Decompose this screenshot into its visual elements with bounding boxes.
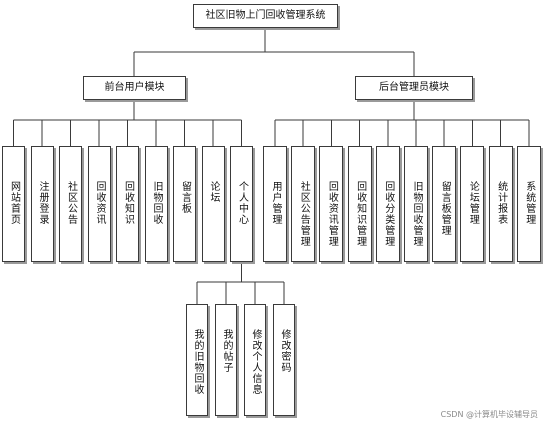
frontend-item-4-label: 回收知识 bbox=[122, 181, 134, 225]
root-label: 社区旧物上门回收管理系统 bbox=[205, 9, 326, 21]
backend-item-7: 论坛管理 bbox=[460, 146, 485, 262]
personal-center-item-1: 我的帖子 bbox=[215, 304, 237, 416]
backend-item-1-label: 社区公告管理 bbox=[298, 181, 310, 247]
personal-center-item-1-label: 我的帖子 bbox=[221, 329, 232, 373]
personal-center-item-0-label: 我的旧物回收 bbox=[192, 329, 203, 395]
backend-item-2: 回收资讯管理 bbox=[319, 146, 344, 262]
frontend-item-4: 回收知识 bbox=[116, 146, 139, 262]
module-node-frontend: 前台用户模块 bbox=[83, 76, 186, 100]
root-node: 社区旧物上门回收管理系统 bbox=[193, 4, 338, 28]
frontend-item-1-label: 注册登录 bbox=[37, 181, 48, 225]
backend-item-9: 系统管理 bbox=[516, 146, 541, 262]
frontend-item-7: 论坛 bbox=[201, 146, 225, 262]
frontend-item-2: 社区公告 bbox=[59, 146, 82, 262]
module-node-backend: 后台管理员模块 bbox=[355, 76, 473, 100]
backend-item-1: 社区公告管理 bbox=[291, 146, 316, 262]
watermark: CSDN @计算机毕设辅导员 bbox=[440, 410, 538, 419]
frontend-item-6-label: 留言板 bbox=[179, 181, 191, 214]
frontend-item-0-label: 网站首页 bbox=[8, 181, 20, 225]
backend-item-3: 回收知识管理 bbox=[347, 146, 372, 262]
personal-center-item-0: 我的旧物回收 bbox=[186, 304, 208, 416]
backend-item-6-label: 留言板管理 bbox=[439, 181, 451, 236]
module-label-frontend: 前台用户模块 bbox=[104, 81, 165, 93]
backend-item-4-label: 回收分类管理 bbox=[382, 181, 394, 247]
backend-item-8: 统计报表 bbox=[488, 146, 513, 262]
frontend-item-5: 旧物回收 bbox=[144, 146, 168, 262]
personal-center-item-3: 修改密码 bbox=[273, 304, 295, 416]
backend-item-4: 回收分类管理 bbox=[375, 146, 400, 262]
personal-center-item-2-label: 修改个人信息 bbox=[250, 329, 261, 395]
backend-item-3-label: 回收知识管理 bbox=[354, 181, 366, 247]
frontend-item-0: 网站首页 bbox=[2, 146, 25, 262]
backend-item-5: 旧物回收管理 bbox=[404, 146, 428, 262]
frontend-item-1: 注册登录 bbox=[30, 146, 54, 262]
backend-item-5-label: 旧物回收管理 bbox=[411, 181, 422, 247]
backend-item-6: 留言板管理 bbox=[432, 146, 457, 262]
frontend-item-5-label: 旧物回收 bbox=[151, 181, 162, 225]
frontend-item-7-label: 论坛 bbox=[208, 181, 219, 203]
backend-item-9-label: 系统管理 bbox=[523, 181, 535, 225]
backend-item-0-label: 用户管理 bbox=[270, 181, 281, 225]
module-label-backend: 后台管理员模块 bbox=[379, 81, 449, 93]
frontend-item-6: 留言板 bbox=[173, 146, 196, 262]
backend-item-2-label: 回收资讯管理 bbox=[326, 181, 338, 247]
frontend-item-3-label: 回收资讯 bbox=[94, 181, 105, 225]
backend-item-0: 用户管理 bbox=[263, 146, 287, 262]
backend-item-7-label: 论坛管理 bbox=[467, 181, 479, 225]
personal-center-item-3-label: 修改密码 bbox=[279, 329, 290, 373]
frontend-item-2-label: 社区公告 bbox=[65, 181, 77, 225]
backend-item-8-label: 统计报表 bbox=[495, 181, 507, 225]
frontend-item-8-label: 个人中心 bbox=[236, 181, 248, 225]
personal-center-item-2: 修改个人信息 bbox=[244, 304, 266, 416]
frontend-item-3: 回收资讯 bbox=[87, 146, 111, 262]
frontend-item-8: 个人中心 bbox=[230, 146, 253, 262]
